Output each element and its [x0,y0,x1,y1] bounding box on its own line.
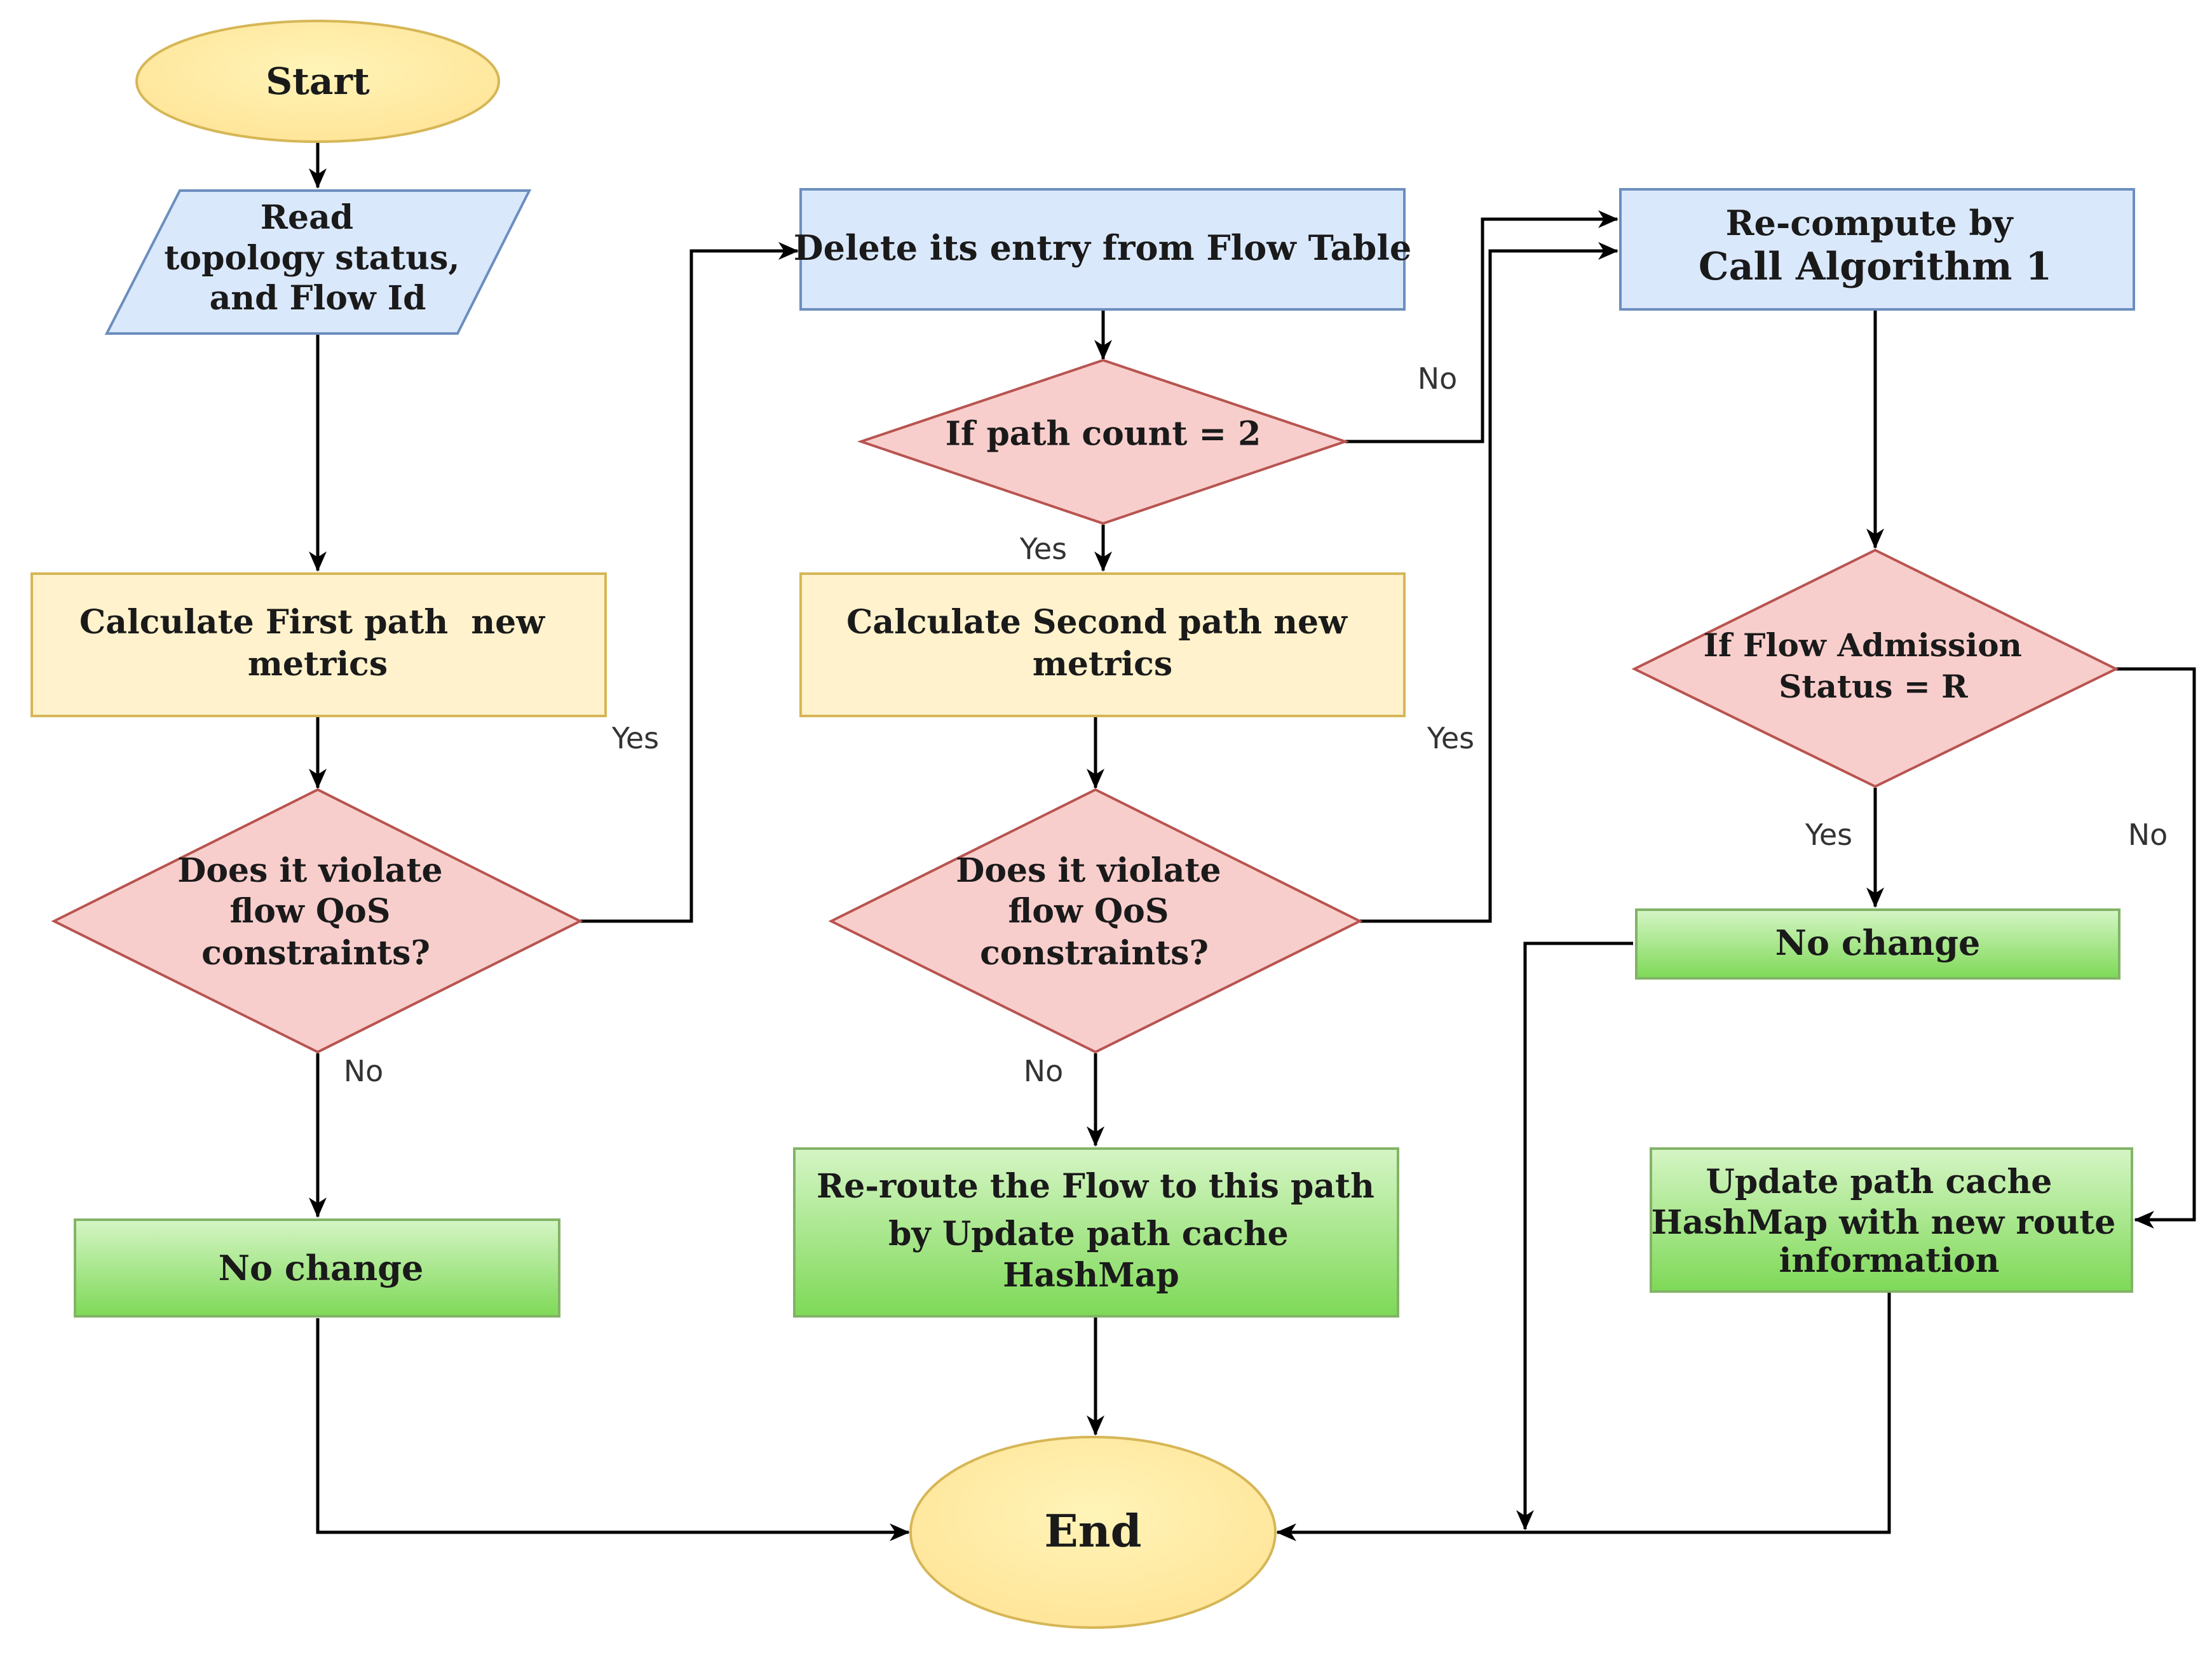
read-input-line-2: topology status, [164,239,459,278]
label-no-second: No [1024,1054,1064,1088]
no-change-left-label: No change [219,1248,424,1288]
recompute-line-1: Re-compute by [1726,203,2014,243]
admission-decision: If Flow Admission Status = R [1631,548,2119,788]
read-input-line-1: Read [261,198,353,237]
admission-line-2: Status = R [1779,668,1968,705]
reroute-line-1: Re-route the Flow to this path [817,1167,1374,1206]
violate-second-text: Does it violate flow QoS constraints? [956,851,1232,973]
calc-second-path-node: Calculate Second path new metrics [799,572,1406,717]
violate-second-line-3: constraints? [980,934,1209,973]
edge-update-end [1276,1292,1891,1541]
recompute-node: Re-compute by Call Algorithm 1 [1619,188,2135,311]
violate-first-line-1: Does it violate [177,851,442,890]
path-count-label: If path count = 2 [946,415,1261,454]
edge-labels: Yes No No Yes Yes No Yes No [344,361,2168,1088]
update-cache-text: Update path cache HashMap with new route… [1652,1163,2127,1280]
reroute-line-2: by Update path cache [888,1215,1289,1253]
calc-second-text: Calculate Second path new metrics [846,603,1359,684]
violate-second-decision: Does it violate flow QoS constraints? [828,788,1363,1054]
start-label: Start [266,60,370,103]
label-yes-path-count: Yes [1019,532,1067,566]
label-yes-admission: Yes [1805,818,1852,852]
edge-nochange-right-end [1516,941,1633,1530]
read-input-node: Read topology status, and Flow Id [104,189,532,335]
recompute-text: Re-compute by Call Algorithm 1 [1699,203,2052,289]
start-terminal: Start [135,20,500,143]
calc-first-line-1: Calculate First path new [79,603,545,642]
label-yes-first: Yes [611,721,659,755]
edge-admission-no [2116,667,2196,1229]
label-no-admission: No [2128,818,2168,852]
label-no-first: No [344,1054,384,1088]
path-count-decision: If path count = 2 [857,358,1350,525]
admission-line-1: If Flow Admission [1704,626,2022,664]
label-no-path-count: No [1418,361,1458,396]
violate-first-decision: Does it violate flow QoS constraints? [51,788,583,1054]
delete-entry-label: Delete its entry from Flow Table [794,227,1411,268]
read-input-line-3: and Flow Id [210,279,426,318]
violate-second-line-2: flow QoS [1008,892,1169,931]
reroute-node: Re-route the Flow to this path by Update… [793,1147,1399,1318]
reroute-line-3: HashMap [1003,1256,1179,1295]
edge-pathcount-no [1345,210,1618,443]
update-cache-line-3: information [1779,1241,2000,1280]
reroute-text: Re-route the Flow to this path by Update… [817,1167,1386,1295]
calc-second-line-1: Calculate Second path new [846,603,1348,642]
violate-second-line-1: Does it violate [956,851,1221,890]
violate-first-line-3: constraints? [201,934,430,973]
update-cache-line-2: HashMap with new route [1652,1203,2116,1242]
no-change-right-node: No change [1635,908,2120,980]
update-cache-line-1: Update path cache [1706,1163,2053,1201]
violate-first-line-2: flow QoS [230,892,391,931]
edge-nochange-left-end [316,1318,910,1541]
label-yes-second: Yes [1427,721,1474,755]
admission-text: If Flow Admission Status = R [1704,626,2033,705]
calc-first-line-2: metrics [248,645,388,684]
end-terminal: End [909,1436,1277,1629]
no-change-left-node: No change [74,1218,560,1318]
end-label: End [1044,1505,1141,1558]
connectors [309,143,2196,1541]
edge-violate-second-yes [1360,242,1618,923]
no-change-right-label: No change [1775,922,1981,963]
edge-violate-first-yes [580,242,799,923]
delete-entry-node: Delete its entry from Flow Table [794,188,1411,311]
calc-second-line-2: metrics [1033,645,1172,684]
read-input-text: Read topology status, and Flow Id [164,198,471,318]
violate-first-text: Does it violate flow QoS constraints? [177,851,454,973]
recompute-line-2: Call Algorithm 1 [1699,245,2052,289]
calc-first-text: Calculate First path new metrics [79,603,556,684]
calc-first-path-node: Calculate First path new metrics [31,572,607,717]
update-cache-node: Update path cache HashMap with new route… [1650,1147,2133,1293]
